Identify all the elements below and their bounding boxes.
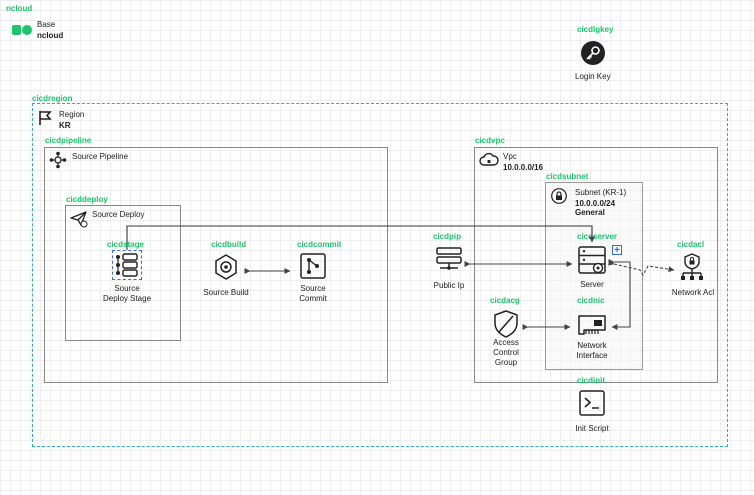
stage-selection-box[interactable] — [112, 250, 142, 280]
deploy-label: Source Deploy — [92, 210, 145, 219]
pipeline-tag: cicdpipeline — [45, 136, 92, 145]
subnet-tag: cicdsubnet — [546, 172, 589, 181]
region-tag: cicdregion — [32, 94, 73, 103]
login-key-label: Login Key — [575, 72, 611, 81]
ncloud-tag: ncloud — [6, 4, 33, 13]
commit-git-icon[interactable] — [300, 253, 326, 279]
stage-tag: cicdstage — [107, 240, 144, 249]
acg-tag: cicdacg — [490, 296, 520, 305]
acl-tag: cicdacl — [677, 240, 705, 249]
commit-tag: cicdcommit — [297, 240, 342, 249]
lock-icon — [551, 188, 567, 204]
flag-icon — [39, 111, 52, 125]
acg-label-line1: Access — [493, 338, 519, 347]
nic-label-line1: Network — [577, 341, 607, 350]
stage-label-line1: Source — [114, 284, 140, 293]
key-icon[interactable] — [580, 40, 606, 66]
pipeline-icon — [49, 151, 67, 169]
nic-label-line2: Interface — [576, 351, 608, 360]
login-key-tag: cicdlgkey — [577, 25, 614, 34]
build-label: Source Build — [203, 288, 249, 297]
network-acl-icon[interactable] — [679, 253, 705, 281]
acg-label: Access Control Group — [481, 338, 531, 368]
network-interface-icon[interactable] — [578, 313, 606, 337]
build-gear-icon[interactable] — [212, 253, 240, 281]
stage-label-line2: Deploy Stage — [102, 294, 152, 303]
pipeline-container[interactable] — [44, 147, 388, 383]
stage-list-icon[interactable] — [114, 252, 140, 278]
region-container — [32, 103, 728, 447]
build-tag: cicdbuild — [211, 240, 247, 249]
acg-label-line3: Group — [494, 358, 518, 367]
vpc-cidr: 10.0.0.0/16 — [503, 163, 544, 172]
subnet-type: General — [575, 208, 605, 217]
access-control-icon[interactable] — [493, 310, 519, 338]
init-label: Init Script — [575, 424, 609, 433]
server-tag: cicdserver — [577, 232, 618, 241]
nic-tag: cicdnic — [577, 296, 605, 305]
server-badge[interactable]: + — [612, 245, 622, 256]
vpc-tag: cicdvpc — [475, 136, 505, 145]
pip-label: Public Ip — [433, 281, 465, 290]
deploy-icon — [70, 211, 88, 228]
init-tag: cicdinit — [577, 376, 606, 385]
subnet-label: Subnet (KR-1) — [575, 188, 627, 197]
pip-tag: cicdpip — [433, 232, 462, 241]
acg-label-line2: Control — [493, 348, 519, 357]
commit-label: Source Commit — [283, 284, 343, 304]
cloud-icon — [479, 152, 499, 166]
nic-label: Network Interface — [567, 341, 617, 361]
stage-label: Source Deploy Stage — [92, 284, 162, 304]
pipeline-label: Source Pipeline — [72, 152, 129, 161]
commit-label-line2: Commit — [299, 294, 327, 303]
acl-label: Network Acl — [671, 288, 715, 297]
commit-label-line1: Source — [300, 284, 326, 293]
ncloud-logo-icon — [12, 25, 32, 35]
deploy-container[interactable] — [65, 205, 181, 341]
region-label: Region — [59, 110, 85, 119]
subnet-cidr: 10.0.0.0/24 — [575, 199, 616, 208]
ncloud-base-value: ncloud — [37, 31, 64, 40]
ncloud-base-label: Base — [37, 20, 56, 29]
deploy-tag: cicddeploy — [66, 195, 108, 204]
public-ip-icon[interactable] — [436, 246, 462, 272]
server-icon[interactable] — [578, 246, 606, 274]
server-label: Server — [580, 280, 604, 289]
region-value: KR — [59, 121, 71, 130]
terminal-icon[interactable] — [579, 390, 605, 416]
vpc-label: Vpc — [503, 152, 517, 161]
